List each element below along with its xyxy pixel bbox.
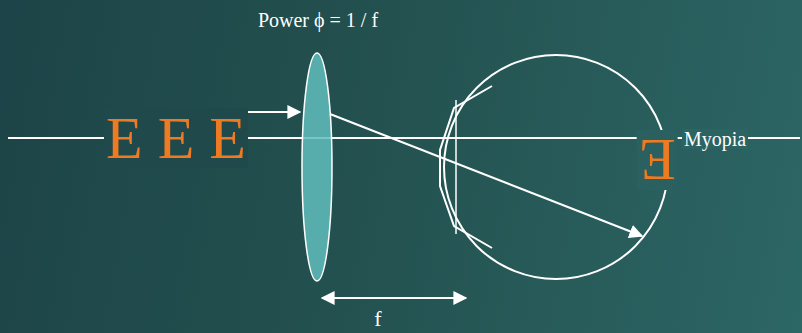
cornea-edge — [455, 100, 457, 234]
focal-length-label: f — [372, 308, 383, 330]
condition-label: Myopia — [682, 129, 748, 149]
lens — [302, 53, 332, 281]
object-letters: E E E — [104, 108, 248, 168]
focal-length-arrow — [322, 297, 466, 299]
lens-power-label: Power ϕ = 1 / f — [256, 10, 380, 30]
refracted-ray — [330, 114, 642, 236]
eyeball — [444, 55, 668, 279]
retinal-image: E — [637, 130, 678, 190]
